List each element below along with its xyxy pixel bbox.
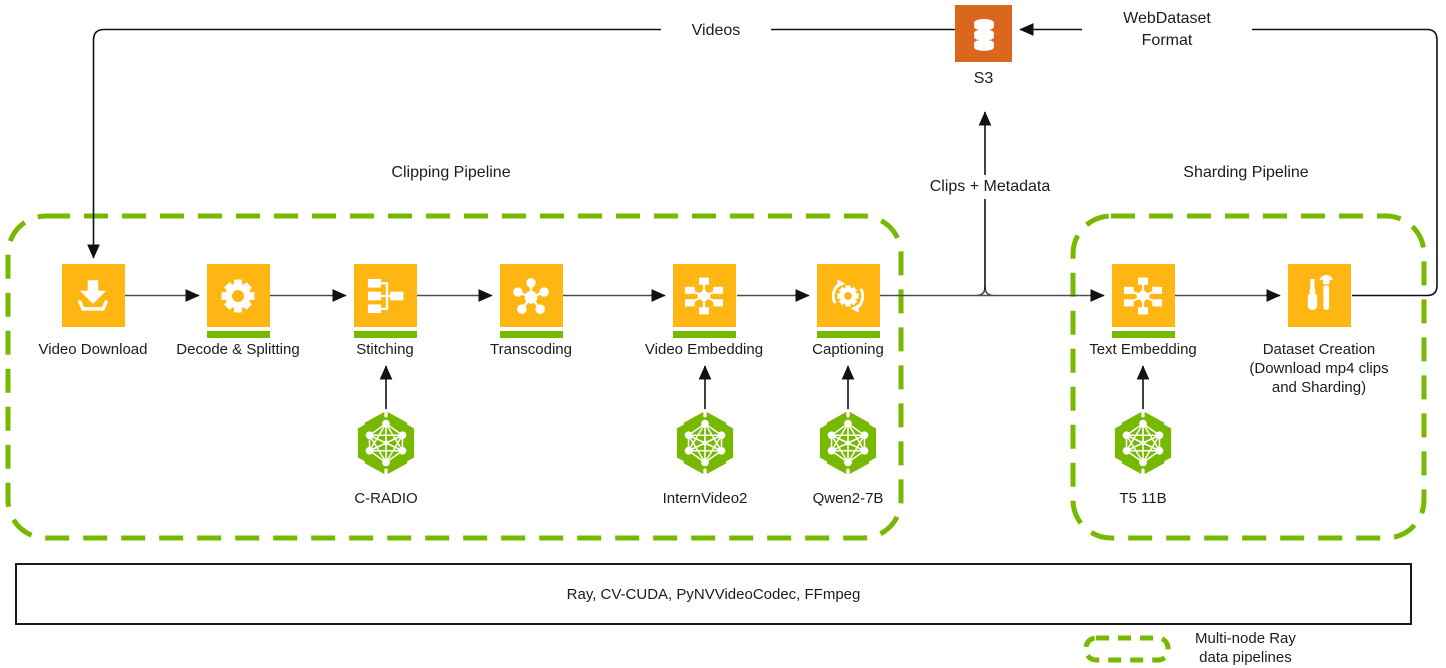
webdataset-format-edge-label: WebDataset Format: [1082, 7, 1252, 53]
download-icon: [61, 264, 125, 327]
legend-label: Multi-node Ray data pipelines: [1195, 630, 1296, 666]
dashed-box-swatch-icon: [1083, 635, 1171, 663]
clipping-pipeline-title: Clipping Pipeline: [391, 164, 511, 181]
stage-dataset-creation: Dataset Creation (Download mp4 clips and…: [1234, 264, 1404, 397]
gear-icon: [206, 264, 270, 327]
hub-icon: [499, 264, 563, 327]
ray-underline: [672, 331, 736, 338]
embedding-icon: [1111, 264, 1175, 327]
database-icon: [955, 5, 1012, 62]
model-qwen2-7b: Qwen2-7B: [778, 409, 918, 507]
ray-underline: [816, 331, 880, 338]
stage-label: Dataset Creation (Download mp4 clips and…: [1249, 341, 1389, 396]
ray-underline: [206, 331, 270, 338]
stage-label: Transcoding: [490, 341, 572, 358]
embedding-icon: [672, 264, 736, 327]
technology-bar-label: Ray, CV-CUDA, PyNVVideoCodec, FFmpeg: [566, 585, 861, 603]
tools-icon: [1287, 264, 1351, 327]
arrow-dataset-webdataset-to-s3: [1019, 23, 1438, 297]
model-internvideo2: InternVideo2: [635, 409, 775, 507]
ray-underline: [499, 331, 563, 338]
stage-transcoding: Transcoding: [446, 264, 616, 360]
nim-hexagon-icon: [355, 409, 417, 477]
nim-hexagon-icon: [674, 409, 736, 477]
nim-hexagon-icon: [1112, 409, 1174, 477]
model-t5-11b: T5 11B: [1073, 409, 1213, 507]
model-label: Qwen2-7B: [812, 490, 884, 507]
ray-underline: [1111, 331, 1175, 338]
technology-bar: Ray, CV-CUDA, PyNVVideoCodec, FFmpeg: [15, 563, 1412, 625]
nim-hexagon-icon: [817, 409, 879, 477]
s3-node: S3: [955, 5, 1012, 88]
clips-metadata-edge-label: Clips + Metadata: [905, 175, 1075, 199]
arrow-s3-videos-to-download: [87, 28, 955, 259]
model-label: InternVideo2: [662, 490, 748, 507]
stage-decode-splitting: Decode & Splitting: [153, 264, 323, 360]
legend: Multi-node Ray data pipelines: [1083, 630, 1296, 668]
videos-edge-label: Videos: [661, 19, 771, 43]
stage-stitching: Stitching: [300, 264, 470, 360]
stitching-icon: [353, 264, 417, 327]
stage-captioning: Captioning: [763, 264, 933, 360]
stage-label: Video Download: [38, 341, 148, 358]
model-cradio: C-RADIO: [316, 409, 456, 507]
stage-label: Decode & Splitting: [176, 341, 300, 358]
stage-label: Captioning: [812, 341, 884, 358]
stage-text-embedding: Text Embedding: [1058, 264, 1228, 360]
model-label: T5 11B: [1119, 490, 1167, 507]
sharding-pipeline-title: Sharding Pipeline: [1183, 164, 1309, 181]
stage-video-embedding: Video Embedding: [619, 264, 789, 360]
sharding-pipeline-box: [1070, 213, 1427, 541]
stage-label: Stitching: [356, 341, 414, 358]
clipping-pipeline-box: [5, 213, 904, 541]
s3-label: S3: [973, 70, 994, 87]
stage-label: Video Embedding: [644, 341, 764, 358]
ray-underline: [353, 331, 417, 338]
gear-sync-icon: [816, 264, 880, 327]
stage-label: Text Embedding: [1089, 341, 1197, 358]
model-label: C-RADIO: [354, 490, 418, 507]
stage-video-download: Video Download: [8, 264, 178, 360]
